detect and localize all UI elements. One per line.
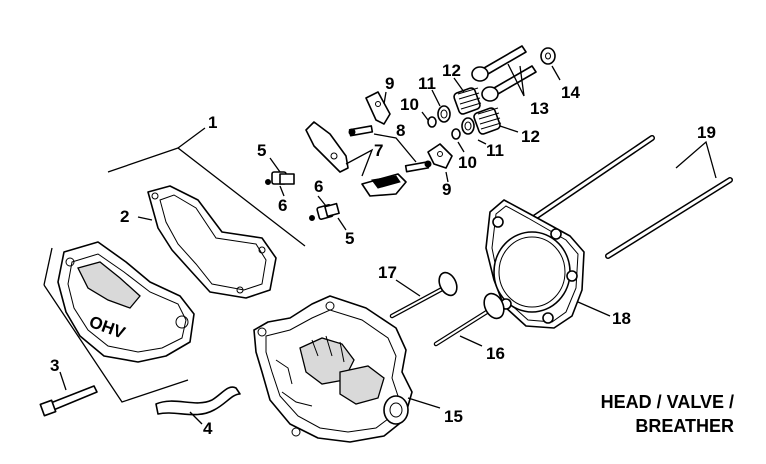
head-bolt-lower[interactable]	[481, 65, 537, 102]
valve-keeper-lower[interactable]	[451, 128, 461, 140]
push-rod-upper[interactable]	[519, 135, 655, 229]
head-bolt-upper[interactable]	[471, 45, 527, 82]
valve-spring-lower[interactable]	[473, 107, 502, 135]
callout-10-upper: 10	[400, 95, 419, 114]
callout-19: 19	[697, 123, 716, 142]
intake-valve[interactable]	[389, 270, 460, 319]
title-line-1: HEAD / VALVE /	[601, 392, 734, 412]
callout-12-lower: 12	[521, 127, 540, 146]
callout-7: 7	[374, 141, 383, 160]
stud-5-lower[interactable]	[309, 202, 340, 221]
rocker-arm-lower[interactable]	[361, 173, 407, 197]
breather-cover[interactable]: OHV	[57, 241, 195, 363]
rocker-stud-upper[interactable]	[348, 125, 374, 137]
group-bracket-1	[43, 127, 306, 403]
callout-14: 14	[561, 83, 580, 102]
callout-9-lower: 9	[442, 180, 451, 199]
washer-14[interactable]	[540, 47, 556, 65]
spring-retainer-lower[interactable]	[461, 117, 475, 135]
breather-gasket[interactable]	[147, 185, 277, 299]
callout-11-upper: 11	[418, 74, 436, 93]
push-rod-lower[interactable]	[605, 177, 733, 259]
callout-5-upper: 5	[257, 141, 266, 160]
breather-hose[interactable]	[155, 386, 241, 416]
valve-keeper-upper[interactable]	[427, 116, 437, 128]
callout-10-lower: 10	[458, 153, 477, 172]
callout-13: 13	[530, 99, 549, 118]
title-line-2: BREATHER	[635, 416, 734, 436]
callout-17: 17	[378, 263, 397, 282]
callout-12-upper: 12	[442, 61, 461, 80]
exhaust-valve[interactable]	[433, 290, 508, 347]
push-rod-guide-upper[interactable]	[365, 91, 391, 125]
callout-1: 1	[208, 113, 217, 132]
callout-18: 18	[612, 309, 631, 328]
stud-5-upper[interactable]	[265, 171, 295, 185]
callout-11-lower: 11	[486, 141, 504, 160]
spring-retainer-upper[interactable]	[437, 105, 451, 123]
callout-15: 15	[444, 407, 463, 426]
diagram-title: HEAD / VALVE / BREATHER	[601, 392, 734, 436]
callout-2: 2	[120, 207, 129, 226]
valve-spring-upper[interactable]	[453, 87, 482, 115]
callout-labels: 1 2 3 4 5 5 6 6 7 8 9 9 10 10 11 11 12 1…	[50, 61, 716, 438]
callout-9-upper: 9	[385, 74, 394, 93]
callout-4: 4	[203, 419, 213, 438]
callout-16: 16	[486, 344, 505, 363]
callout-6-upper: 6	[278, 196, 287, 215]
rocker-stud-lower[interactable]	[404, 160, 432, 173]
push-rod-guide-lower[interactable]	[427, 143, 453, 169]
callout-8: 8	[396, 121, 405, 140]
callout-6-lower: 6	[314, 177, 323, 196]
cylinder-head[interactable]	[253, 295, 413, 443]
callout-3: 3	[50, 356, 59, 375]
bolt-3[interactable]	[39, 385, 98, 417]
callout-5-lower: 5	[345, 229, 354, 248]
rocker-arm-upper[interactable]	[305, 121, 349, 173]
